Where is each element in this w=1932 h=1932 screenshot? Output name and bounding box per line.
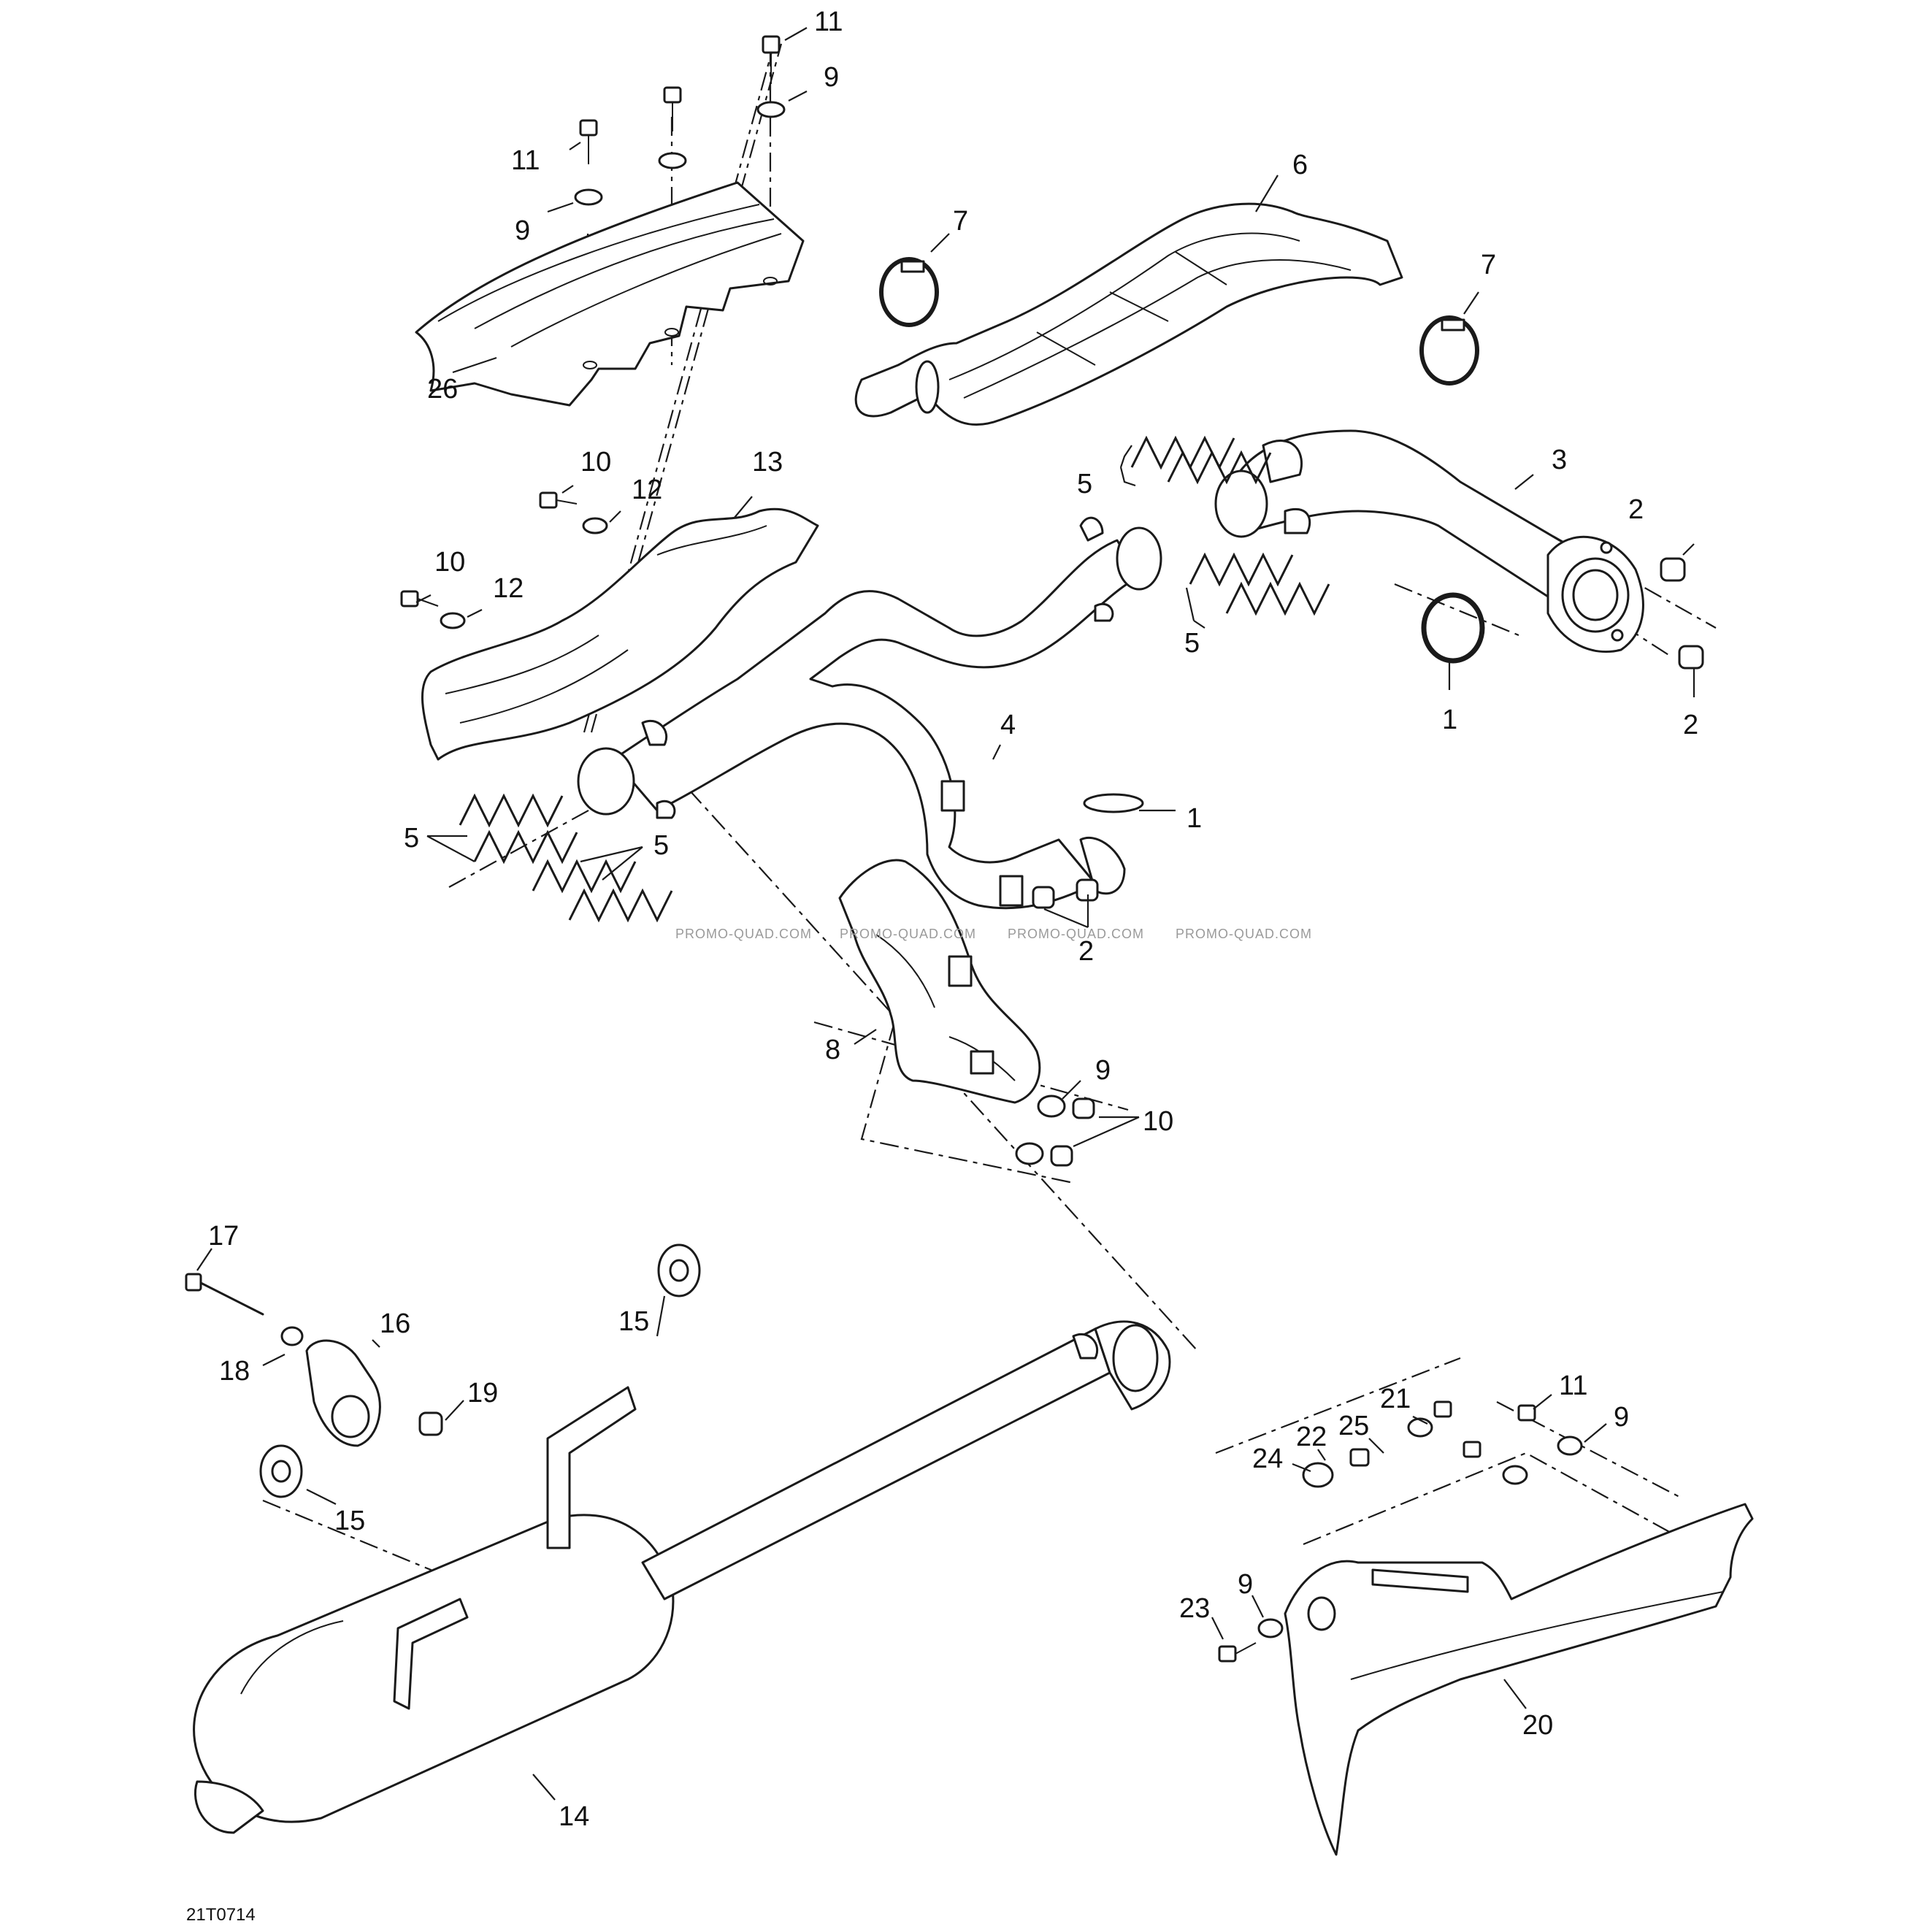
flange-3 (1546, 535, 1644, 653)
callout-11-top: 11 (814, 7, 843, 37)
muffler-14 (193, 1320, 1171, 1834)
callout-26: 26 (427, 374, 458, 405)
watermark-row: PROMO-QUAD.COM PROMO-QUAD.COM PROMO-QUAD… (675, 927, 1312, 941)
callout-10-b: 10 (434, 547, 465, 578)
bracket-16 (305, 1339, 381, 1447)
callout-14: 14 (559, 1801, 589, 1832)
callout-7-left: 7 (953, 206, 968, 237)
callout-10-a: 10 (580, 447, 611, 478)
callout-2-right-bottom: 2 (1683, 710, 1698, 740)
gasket-1-center (1083, 793, 1144, 813)
callout-24: 24 (1252, 1444, 1283, 1474)
washer-18 (280, 1326, 304, 1346)
callout-15-bottom: 15 (334, 1506, 365, 1536)
callout-5-center: 5 (653, 830, 669, 861)
heat-shield-20 (1284, 1503, 1754, 1856)
callout-9-right: 9 (1614, 1402, 1629, 1433)
callout-18: 18 (219, 1356, 250, 1387)
grommet-15-a (657, 1243, 701, 1297)
pipe-6 (854, 202, 1403, 426)
callout-17: 17 (208, 1221, 239, 1251)
gasket-1-right (1421, 592, 1485, 664)
callout-9-left: 9 (515, 215, 530, 246)
watermark-1: PROMO-QUAD.COM (675, 927, 812, 941)
washers-nuts-8 (1015, 1095, 1095, 1167)
callout-1-right: 1 (1442, 705, 1457, 735)
nuts-2-center (1032, 878, 1099, 909)
heat-shield-13 (421, 507, 819, 761)
callout-12-a: 12 (632, 475, 662, 505)
callout-20: 20 (1522, 1710, 1553, 1741)
callout-6: 6 (1292, 150, 1308, 180)
pipe-4 (577, 516, 1162, 910)
nut-19 (418, 1411, 443, 1436)
callout-12-b: 12 (493, 573, 524, 604)
callout-15-top: 15 (618, 1306, 649, 1337)
callout-9-bottom-right: 9 (1238, 1569, 1253, 1600)
callout-8: 8 (825, 1035, 840, 1065)
pipe-3 (1214, 429, 1586, 607)
callout-3: 3 (1552, 445, 1567, 475)
callout-22: 22 (1296, 1422, 1327, 1452)
callout-9-top: 9 (824, 62, 839, 93)
bolts-13 (400, 491, 608, 629)
clamp-7-right (1419, 315, 1479, 386)
heat-shield-8 (838, 859, 1041, 1104)
callout-1-center: 1 (1187, 803, 1202, 834)
callout-25: 25 (1338, 1411, 1369, 1441)
callout-2-center: 2 (1078, 936, 1094, 967)
heat-shield-26 (415, 181, 805, 407)
nuts-2-right (1660, 557, 1704, 670)
bolts-top-left (574, 35, 786, 206)
callout-19: 19 (467, 1378, 498, 1408)
bolt-17 (185, 1273, 264, 1316)
watermark-4: PROMO-QUAD.COM (1176, 927, 1312, 941)
callout-21: 21 (1380, 1384, 1411, 1414)
callout-2-right-top: 2 (1628, 494, 1644, 525)
callout-16: 16 (380, 1308, 410, 1339)
callout-4: 4 (1000, 710, 1016, 740)
callout-23: 23 (1179, 1593, 1210, 1624)
springs-5 (459, 435, 1330, 923)
hardware-20 (1218, 1400, 1583, 1663)
callout-11-left: 11 (511, 145, 540, 176)
callout-5-top: 5 (1077, 469, 1092, 499)
clamp-7-left (879, 257, 939, 327)
callout-13: 13 (752, 447, 783, 478)
grommet-15-b (259, 1444, 303, 1498)
callout-7-right: 7 (1481, 250, 1496, 280)
callout-labels: 11 9 11 9 26 7 6 7 10 12 13 10 12 5 3 2 … (208, 7, 1698, 1832)
drawing-code: 21T0714 (186, 1905, 256, 1925)
watermark-2: PROMO-QUAD.COM (840, 927, 976, 941)
callout-11-right: 11 (1559, 1371, 1587, 1401)
callout-9-center: 9 (1095, 1055, 1111, 1086)
watermark-3: PROMO-QUAD.COM (1008, 927, 1144, 941)
leader-lines (196, 27, 1695, 1801)
callout-10-center: 10 (1143, 1106, 1173, 1137)
callout-5-left: 5 (404, 823, 419, 854)
callout-5-mid: 5 (1184, 628, 1200, 659)
